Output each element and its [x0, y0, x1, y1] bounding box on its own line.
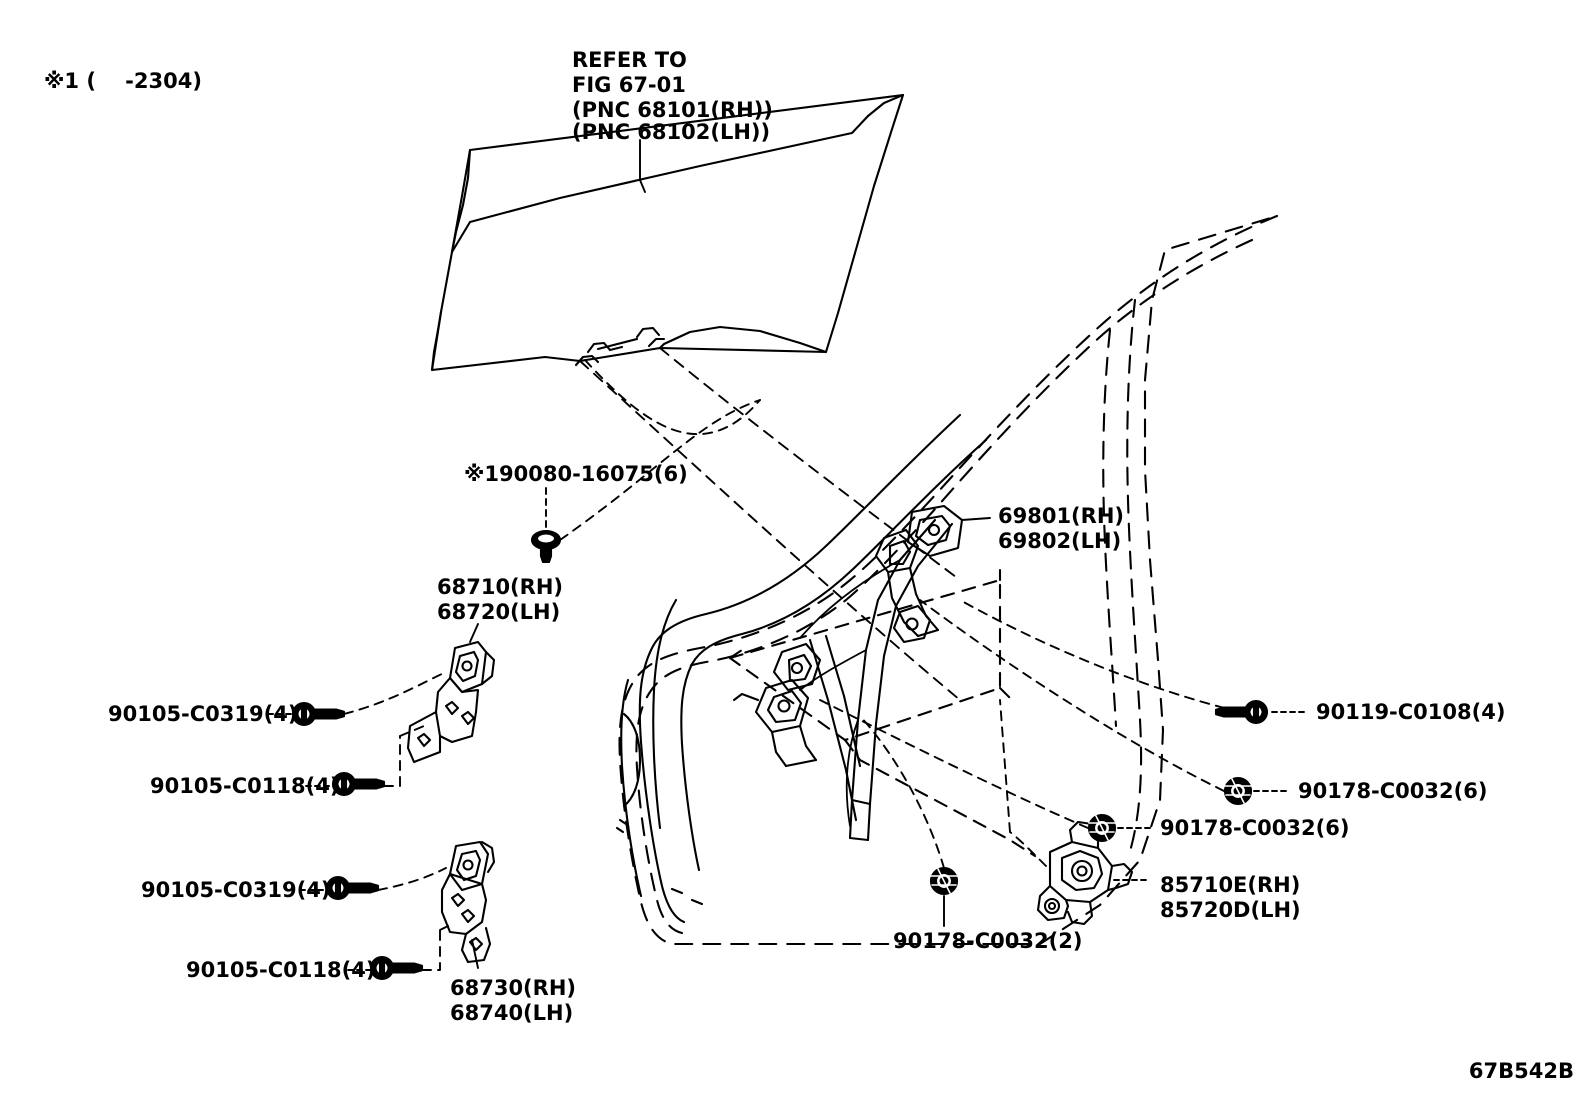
window-motor-part	[1036, 820, 1134, 926]
upper-hinge-lh-label: 68720(LH)	[437, 600, 561, 624]
bolt-90105-c0118-lower-label: 90105-C0118(4)	[186, 958, 376, 982]
lower-hinge-rh-label: 68730(RH)	[450, 976, 576, 1000]
door-interior-details	[615, 712, 704, 906]
nut-90178-right-lower-icon	[1087, 813, 1117, 843]
bolt-90105-c0118-upper-label: 90105-C0118(4)	[150, 774, 340, 798]
glass-refer-to-line1: REFER TO	[572, 48, 687, 72]
glass-refer-to-line2: FIG 67-01	[572, 73, 686, 97]
upper-hinge-rh-label: 68710(RH)	[437, 575, 563, 599]
lower-hinge-lh-label: 68740(LH)	[450, 1001, 574, 1025]
bolt-90105-c0319-upper-icon	[291, 701, 346, 727]
regulator-rh-label: 69801(RH)	[998, 504, 1124, 528]
door-inner-frame	[620, 413, 988, 924]
upper-hinge-part	[406, 640, 496, 764]
bolt-90105-c0319-lower-label: 90105-C0319(4)	[141, 878, 331, 902]
nut-90178-right-upper-icon	[1223, 776, 1253, 806]
glass-refer-to-pnc-lh: (PNC 68102(LH))	[572, 120, 771, 144]
leader-lines	[267, 139, 1307, 971]
screw-90080-icon	[530, 529, 562, 564]
nut-90178-right-lower-label: 90178-C0032(6)	[1160, 816, 1350, 840]
motor-rh-label: 85710E(RH)	[1160, 873, 1301, 897]
bolt-90105-c0118-lower-icon	[369, 955, 424, 981]
drawing-code: 67B542B	[1468, 1059, 1574, 1083]
bolt-90105-c0319-upper-label: 90105-C0319(4)	[108, 702, 298, 726]
regulator-lh-label: 69802(LH)	[998, 529, 1122, 553]
nut-90178-right-upper-label: 90178-C0032(6)	[1298, 779, 1488, 803]
footnote-date-note: ※1 ( -2304)	[44, 69, 202, 93]
screw-90080-label: ※190080-16075(6)	[464, 462, 688, 486]
window-regulator-assembly	[732, 504, 964, 842]
bolt-90105-c0118-upper-icon	[331, 771, 386, 797]
door-panel-outline	[618, 214, 1279, 946]
motor-lh-label: 85720D(LH)	[1160, 898, 1301, 922]
bolt-90119-icon	[1214, 699, 1269, 725]
nut-90178-center-icon	[929, 866, 959, 896]
glass-refer-to-pnc-rh: (PNC 68101(RH))	[572, 98, 773, 122]
lower-hinge-part	[440, 840, 496, 964]
bolt-90105-c0319-lower-icon	[325, 875, 380, 901]
door-construction-lines	[728, 568, 1037, 858]
bolt-90119-label: 90119-C0108(4)	[1316, 700, 1506, 724]
nut-90178-center-label: 90178-C0032(2)	[893, 929, 1083, 953]
